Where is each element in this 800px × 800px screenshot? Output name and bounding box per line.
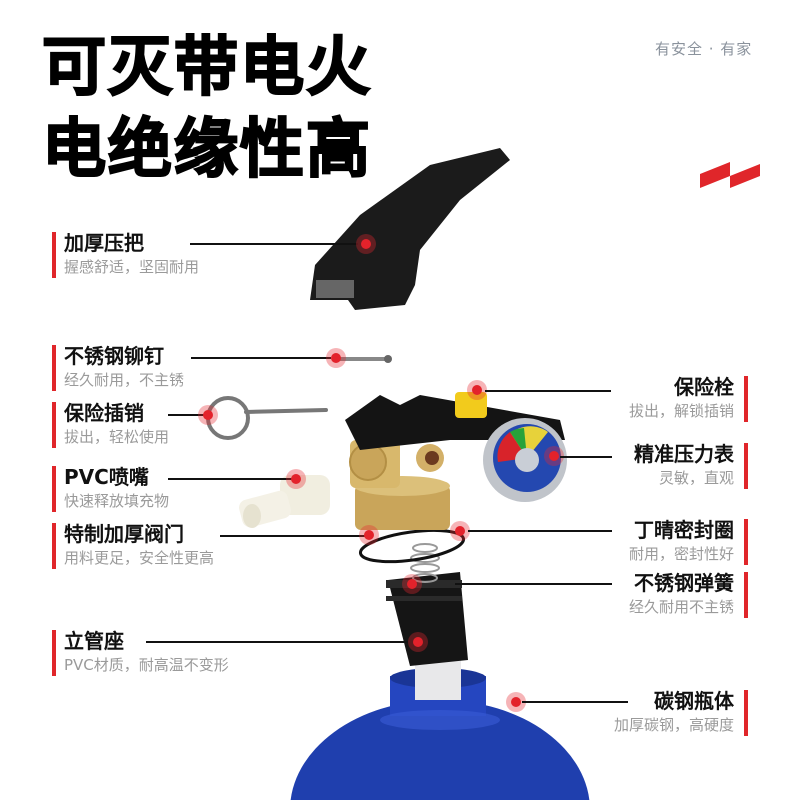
part-desc: 握感舒适，坚固耐用 [64,258,200,276]
carbon-steel-bottle-illustration [290,668,590,800]
label-nbr-seal-ring: 丁晴密封圈 耐用，密封性好 [629,517,748,565]
part-desc: 耐用，密封性好 [628,545,734,563]
hotspot-marker[interactable] [506,692,526,712]
hotspot-marker[interactable] [408,632,428,652]
hotspot-marker[interactable] [356,234,376,254]
safety-plug-illustration [455,392,487,418]
hotspot-marker[interactable] [402,574,422,594]
hotspot-marker[interactable] [326,348,346,368]
leader-line [522,701,628,703]
part-desc: 用料更足，安全性更高 [64,549,215,567]
rivet-illustration [336,355,392,363]
accent-bar [52,466,56,512]
hotspot-marker[interactable] [359,525,379,545]
leader-line [468,530,612,532]
leader-line [560,456,612,458]
headline-line-1: 可灭带电火 [41,31,372,105]
standpipe-seat-illustration [386,572,468,700]
label-pvc-nozzle: PVC喷嘴 快速释放填充物 [52,464,169,512]
hotspot-marker[interactable] [450,521,470,541]
accent-bar [52,630,56,676]
brass-valve-illustration [349,440,450,530]
label-standpipe-seat: 立管座 PVC材质，耐高温不变形 [52,628,229,676]
part-desc: 加厚碳钢，高硬度 [613,716,734,734]
part-name: 丁晴密封圈 [634,518,734,542]
leader-line [455,583,612,585]
headline-line-2: 电绝缘性高 [41,113,372,187]
part-desc: 拔出，轻松使用 [64,428,170,446]
o-ring-illustration [358,528,466,564]
leader-line [190,243,358,245]
accent-bar [52,523,56,569]
accent-bar [744,443,748,489]
leader-line [191,357,331,359]
part-name: 保险插销 [64,401,144,425]
part-desc: 经久耐用，不主锈 [64,371,185,389]
brand-logo-icon [700,162,760,188]
hotspot-marker[interactable] [198,405,218,425]
label-safety-plug: 保险栓 拔出，解锁插销 [629,374,748,422]
label-carbon-steel-bottle: 碳钢瓶体 加厚碳钢，高硬度 [614,688,748,736]
accent-bar [744,376,748,422]
part-name: 不锈钢铆钉 [64,344,164,368]
label-stainless-rivet: 不锈钢铆钉 经久耐用，不主锈 [52,343,184,391]
pvc-nozzle-illustration [239,475,330,528]
hotspot-marker[interactable] [467,380,487,400]
leader-line [485,390,611,392]
accent-bar [744,572,748,618]
hotspot-marker[interactable] [286,469,306,489]
leader-line [220,535,365,537]
label-pressure-gauge: 精准压力表 灵敏，直观 [634,441,748,489]
safety-pin-illustration [206,396,328,440]
part-desc: 拔出，解锁插销 [628,402,734,420]
part-desc: 快速释放填充物 [64,492,170,510]
accent-bar [744,519,748,565]
part-desc: PVC材质，耐高温不变形 [64,656,229,674]
part-desc: 经久耐用不主锈 [628,598,734,616]
leader-line [146,641,408,643]
accent-bar [52,232,56,278]
label-thick-handle: 加厚压把 握感舒适，坚固耐用 [52,230,199,278]
label-safety-pin: 保险插销 拔出，轻松使用 [52,400,169,448]
part-name: 碳钢瓶体 [654,689,734,713]
part-name: 精准压力表 [634,442,734,466]
leader-line [168,478,292,480]
part-name: 特制加厚阀门 [64,522,184,546]
label-stainless-spring: 不锈钢弹簧 经久耐用不主锈 [629,570,748,618]
part-name: 保险栓 [674,375,734,399]
hotspot-marker[interactable] [544,446,564,466]
pressure-gauge-illustration [483,418,567,502]
accent-bar [52,345,56,391]
part-name: 加厚压把 [64,231,144,255]
spring-illustration [410,543,440,583]
part-name: 不锈钢弹簧 [634,571,734,595]
part-name: 立管座 [64,629,124,653]
handle-illustration [310,148,510,310]
accent-bar [744,690,748,736]
accent-bar [52,402,56,448]
leader-line [168,414,208,416]
label-thick-valve: 特制加厚阀门 用料更足，安全性更高 [52,521,214,569]
part-desc: 灵敏，直观 [658,469,734,487]
brand-slogan: 有安全 · 有家 [655,40,753,58]
part-name: PVC喷嘴 [64,465,149,489]
